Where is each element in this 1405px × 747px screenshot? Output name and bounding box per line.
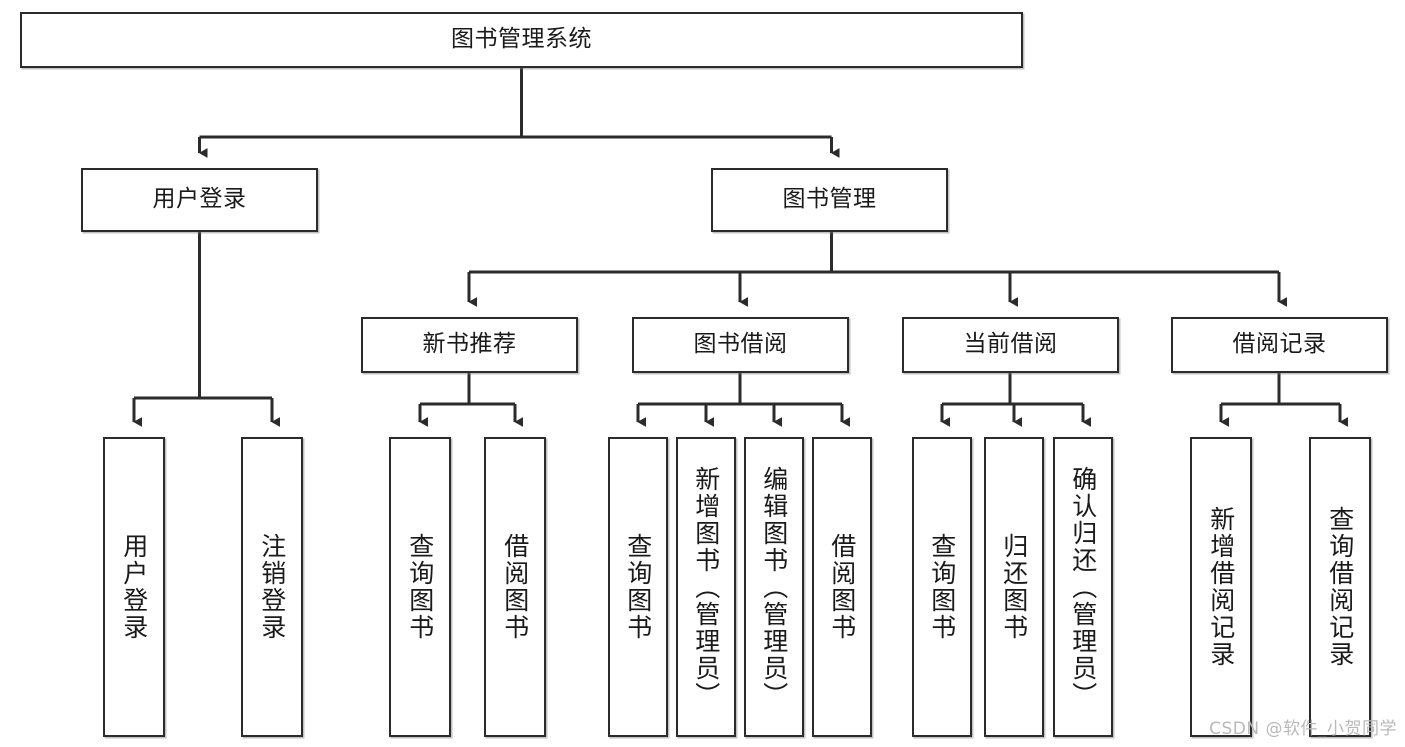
node-borrow-record[interactable]: 借阅记录 bbox=[1171, 317, 1388, 373]
node-current-borrow-label: 当前借阅 bbox=[963, 331, 1058, 358]
node-leaf-edit-book-admin[interactable]: 编辑图书（管理员） bbox=[744, 437, 804, 737]
node-user-login-label: 用户登录 bbox=[152, 186, 247, 213]
node-leaf-query-book-2-label: 查询图书 bbox=[623, 533, 653, 641]
node-book-management[interactable]: 图书管理 bbox=[711, 168, 948, 232]
node-leaf-query-book-3-label: 查询图书 bbox=[927, 533, 957, 641]
node-borrow-record-label: 借阅记录 bbox=[1232, 331, 1327, 358]
node-leaf-user-logout-label: 注销登录 bbox=[257, 533, 287, 641]
node-leaf-user-login-label: 用户登录 bbox=[119, 533, 149, 641]
watermark-text: CSDN @软件_小贺同学 bbox=[1209, 719, 1397, 739]
node-leaf-borrow-book-1[interactable]: 借阅图书 bbox=[484, 437, 546, 737]
node-leaf-query-book-2[interactable]: 查询图书 bbox=[608, 437, 668, 737]
node-book-borrow[interactable]: 图书借阅 bbox=[632, 317, 849, 373]
node-leaf-confirm-return-admin-label: 确认归还（管理员） bbox=[1068, 465, 1098, 709]
node-new-book-recommend-label: 新书推荐 bbox=[422, 331, 517, 358]
node-root-label: 图书管理系统 bbox=[451, 26, 592, 53]
node-leaf-return-book[interactable]: 归还图书 bbox=[984, 437, 1044, 737]
node-leaf-query-borrow-record[interactable]: 查询借阅记录 bbox=[1309, 437, 1371, 737]
node-leaf-add-borrow-record-label: 新增借阅记录 bbox=[1206, 506, 1236, 668]
node-leaf-confirm-return-admin[interactable]: 确认归还（管理员） bbox=[1053, 437, 1113, 737]
node-leaf-query-borrow-record-label: 查询借阅记录 bbox=[1325, 506, 1355, 668]
node-root[interactable]: 图书管理系统 bbox=[20, 12, 1023, 68]
node-leaf-query-book-1[interactable]: 查询图书 bbox=[389, 437, 451, 737]
node-leaf-user-logout[interactable]: 注销登录 bbox=[241, 437, 303, 737]
node-leaf-query-book-3[interactable]: 查询图书 bbox=[912, 437, 972, 737]
node-leaf-borrow-book-2[interactable]: 借阅图书 bbox=[812, 437, 872, 737]
node-leaf-add-borrow-record[interactable]: 新增借阅记录 bbox=[1190, 437, 1252, 737]
node-leaf-query-book-1-label: 查询图书 bbox=[405, 533, 435, 641]
node-leaf-user-login[interactable]: 用户登录 bbox=[103, 437, 165, 737]
node-leaf-add-book-admin[interactable]: 新增图书（管理员） bbox=[676, 437, 736, 737]
node-current-borrow[interactable]: 当前借阅 bbox=[902, 317, 1119, 373]
node-user-login[interactable]: 用户登录 bbox=[81, 168, 318, 232]
node-leaf-borrow-book-1-label: 借阅图书 bbox=[500, 533, 530, 641]
node-leaf-edit-book-admin-label: 编辑图书（管理员） bbox=[759, 465, 789, 709]
node-leaf-return-book-label: 归还图书 bbox=[999, 533, 1029, 641]
node-leaf-add-book-admin-label: 新增图书（管理员） bbox=[691, 465, 721, 709]
node-leaf-borrow-book-2-label: 借阅图书 bbox=[827, 533, 857, 641]
node-book-borrow-label: 图书借阅 bbox=[693, 331, 788, 358]
node-new-book-recommend[interactable]: 新书推荐 bbox=[361, 317, 578, 373]
node-book-management-label: 图书管理 bbox=[782, 186, 877, 213]
